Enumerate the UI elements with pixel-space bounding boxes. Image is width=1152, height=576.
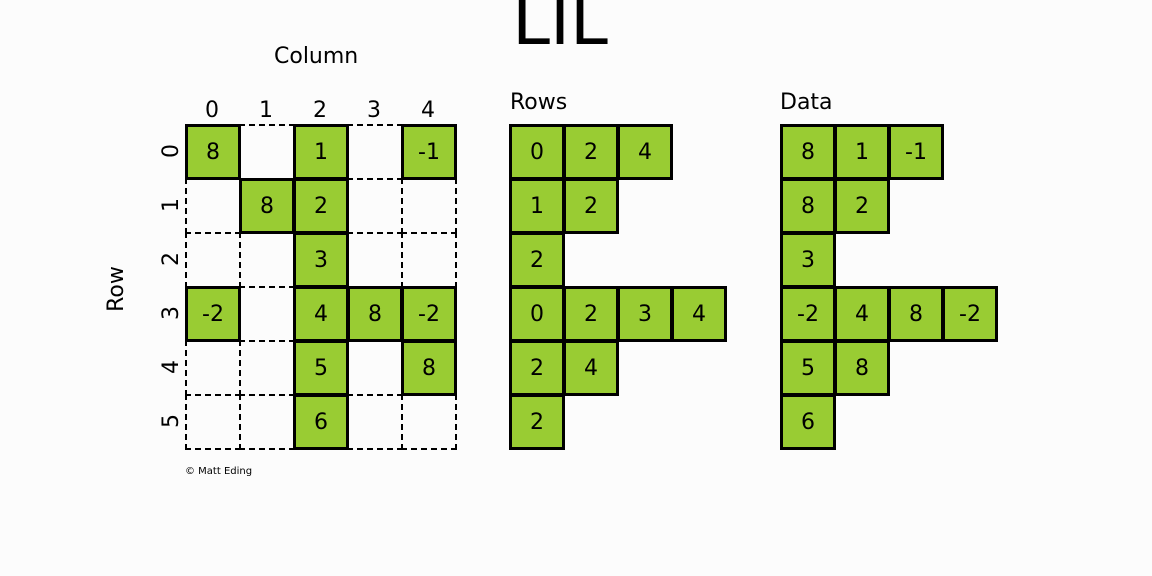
rows-cell: 2 — [509, 394, 565, 450]
matrix-empty-cell — [347, 178, 403, 234]
rows-cell: 2 — [509, 340, 565, 396]
matrix-empty-cell — [347, 232, 403, 288]
row-index: 3 — [159, 306, 184, 320]
data-cell: -1 — [888, 124, 944, 180]
matrix-cell: -1 — [401, 124, 457, 180]
row-index: 0 — [159, 144, 184, 158]
data-cell: 5 — [780, 340, 836, 396]
row-index: 4 — [159, 360, 184, 374]
matrix-empty-cell — [185, 178, 241, 234]
data-cell: 8 — [780, 178, 836, 234]
row-axis-label: Row — [103, 266, 129, 312]
matrix-empty-cell — [239, 124, 295, 180]
rows-cell: 4 — [671, 286, 727, 342]
matrix-empty-cell — [347, 124, 403, 180]
matrix-empty-cell — [239, 286, 295, 342]
matrix-cell: 8 — [239, 178, 295, 234]
matrix-empty-cell — [401, 232, 457, 288]
matrix-cell: 8 — [185, 124, 241, 180]
matrix-cell: -2 — [401, 286, 457, 342]
matrix-cell: 2 — [293, 178, 349, 234]
matrix-empty-cell — [185, 340, 241, 396]
column-index: 4 — [421, 98, 435, 123]
matrix-cell: 1 — [293, 124, 349, 180]
matrix-empty-cell — [239, 340, 295, 396]
rows-cell: 4 — [617, 124, 673, 180]
column-axis-label: Column — [274, 44, 359, 69]
matrix-empty-cell — [401, 394, 457, 450]
row-index: 5 — [159, 414, 184, 428]
matrix-empty-cell — [185, 232, 241, 288]
row-index: 1 — [159, 198, 184, 212]
data-label: Data — [780, 90, 833, 115]
data-cell: -2 — [942, 286, 998, 342]
matrix-cell: 3 — [293, 232, 349, 288]
matrix-cell: 6 — [293, 394, 349, 450]
rows-cell: 4 — [563, 340, 619, 396]
matrix-cell: 8 — [347, 286, 403, 342]
copyright-notice: © Matt Eding — [185, 466, 253, 477]
column-index: 0 — [205, 98, 219, 123]
matrix-empty-cell — [239, 232, 295, 288]
rows-cell: 2 — [563, 124, 619, 180]
data-cell: 3 — [780, 232, 836, 288]
row-index: 2 — [159, 252, 184, 266]
rows-cell: 2 — [563, 178, 619, 234]
column-index: 1 — [259, 98, 273, 123]
rows-label: Rows — [510, 90, 568, 115]
rows-cell: 2 — [509, 232, 565, 288]
rows-cell: 0 — [509, 286, 565, 342]
data-cell: 8 — [834, 340, 890, 396]
data-cell: 8 — [780, 124, 836, 180]
matrix-empty-cell — [347, 340, 403, 396]
diagram-title: LIL — [512, 0, 608, 61]
rows-cell: 0 — [509, 124, 565, 180]
data-cell: 6 — [780, 394, 836, 450]
data-cell: 1 — [834, 124, 890, 180]
matrix-empty-cell — [185, 394, 241, 450]
data-cell: 4 — [834, 286, 890, 342]
column-index: 2 — [313, 98, 327, 123]
matrix-cell: -2 — [185, 286, 241, 342]
matrix-empty-cell — [239, 394, 295, 450]
column-index: 3 — [367, 98, 381, 123]
data-cell: 2 — [834, 178, 890, 234]
rows-cell: 3 — [617, 286, 673, 342]
matrix-cell: 8 — [401, 340, 457, 396]
matrix-cell: 5 — [293, 340, 349, 396]
data-cell: -2 — [780, 286, 836, 342]
rows-cell: 2 — [563, 286, 619, 342]
matrix-empty-cell — [401, 178, 457, 234]
matrix-cell: 4 — [293, 286, 349, 342]
rows-cell: 1 — [509, 178, 565, 234]
data-cell: 8 — [888, 286, 944, 342]
matrix-empty-cell — [347, 394, 403, 450]
